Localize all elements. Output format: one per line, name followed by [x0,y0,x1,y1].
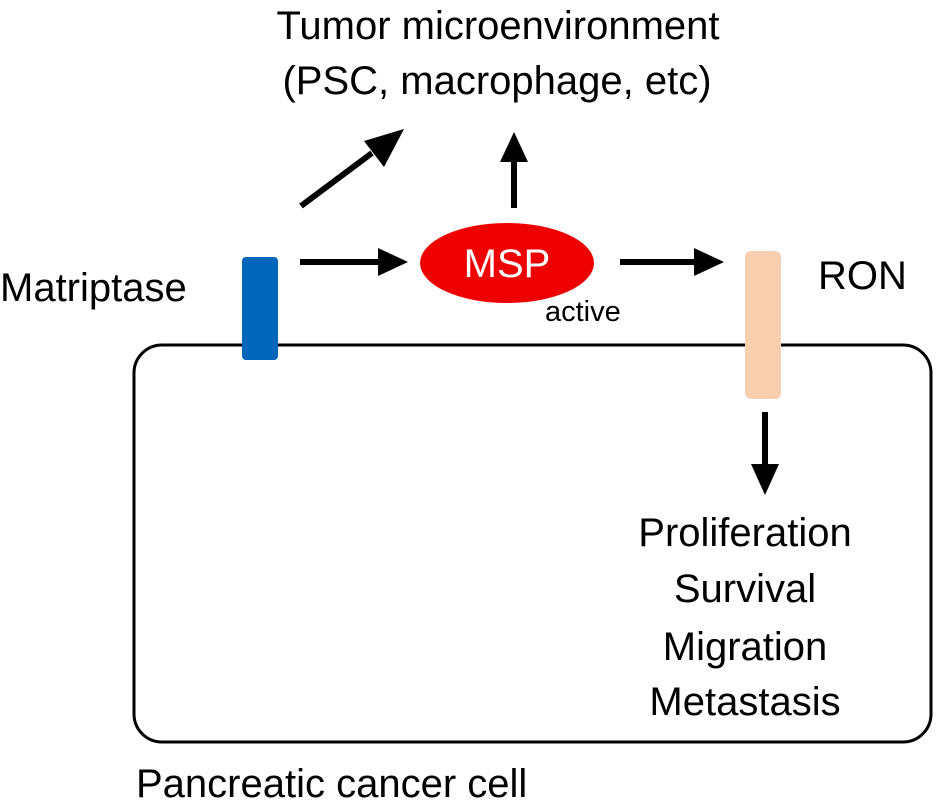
cell-membrane [132,343,933,744]
arrow-matriptase-to-msp [300,248,408,276]
microenvironment-subtitle: (PSC, macrophage, etc) [282,59,712,103]
msp-ellipse [420,223,594,303]
arrow-msp-to-ron [620,248,724,276]
outcome-proliferation: Proliferation [638,511,852,555]
matriptase-label: Matriptase [0,266,187,310]
arrow-matriptase-to-microenvironment [299,129,404,209]
microenvironment-title: Tumor microenvironment [276,4,720,48]
outcome-migration: Migration [662,625,828,669]
ron-label: RON [818,254,907,298]
matriptase-receptor [242,257,278,360]
cell-label: Pancreatic cancer cell [136,762,528,806]
arrow-msp-to-microenvironment [500,132,528,208]
arrow-ron-to-outcomes [751,412,779,495]
msp-active-subscript: active [545,296,621,328]
msp-label: MSP [463,242,551,286]
outcome-metastasis: Metastasis [649,680,841,724]
ron-receptor [745,251,781,399]
outcome-survival: Survival [673,567,817,611]
